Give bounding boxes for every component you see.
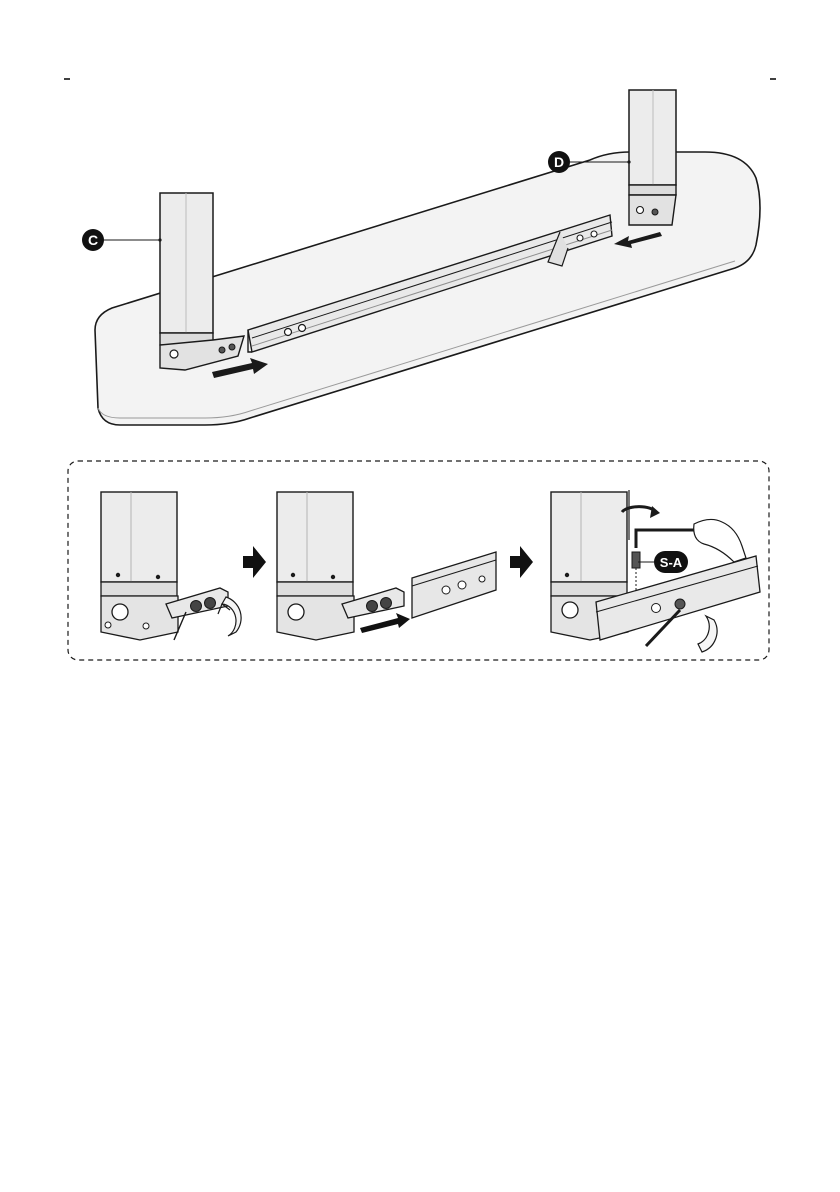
overview-illustration: C D bbox=[82, 90, 760, 425]
tighten-screw-icon bbox=[551, 490, 760, 652]
next-step-arrow-icon bbox=[243, 546, 266, 578]
leg-c-label: C bbox=[88, 232, 98, 248]
leg-c-callout-icon: C bbox=[82, 229, 162, 251]
detail-panel: S-A bbox=[68, 461, 769, 660]
s-a-label: S-A bbox=[660, 555, 683, 570]
allen-key-icon bbox=[636, 519, 746, 562]
leg-d bbox=[629, 90, 676, 225]
leg-d-label: D bbox=[554, 154, 564, 170]
loosen-screw-icon bbox=[101, 492, 241, 640]
slide-crossbar-icon bbox=[277, 492, 496, 640]
s-a-callout-icon: S-A bbox=[638, 551, 688, 573]
next-step-arrow-icon bbox=[510, 546, 533, 578]
